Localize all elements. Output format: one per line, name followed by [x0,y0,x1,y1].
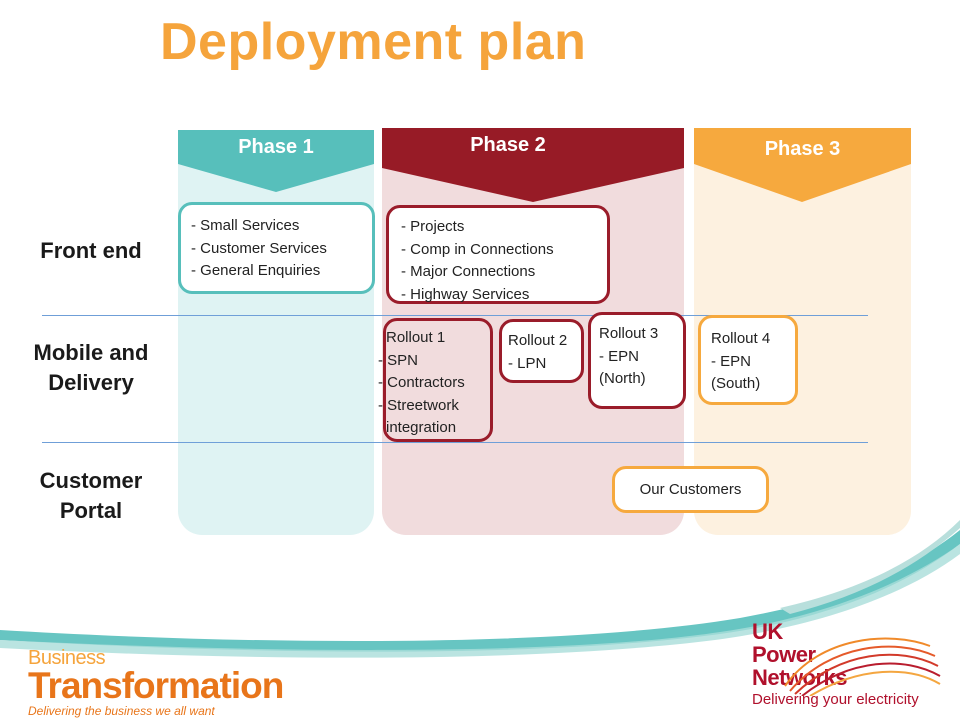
row-label-mobile-line1: Mobile and [33,340,149,365]
ukpn-logo: UK Power Networks Delivering your electr… [752,619,941,709]
phase2-chevron [382,128,684,202]
rollout3-item: - EPN [599,347,640,365]
row-label-front-end-text: Front end [40,238,142,263]
rollout3-title: Rollout 3 [599,325,659,342]
phase1-label: Phase 1 [238,136,314,158]
rollout4-item: (South) [711,375,761,392]
phase1-front-item: - Small Services [191,217,300,234]
rollout4-item: - EPN [711,352,752,370]
ukpn-line2: Power [752,642,816,667]
our-customers-label: Our Customers [639,481,742,498]
phase1-column [178,130,374,535]
rollout1-box [383,318,493,442]
row-divider-2 [42,442,868,443]
phase3-label: Phase 3 [764,138,841,160]
phase2-front-item: - Projects [401,218,465,235]
row-divider-1 [42,315,868,316]
phase1-front-item: - Customer Services [191,239,327,257]
rollout3-box: Rollout 3 - EPN (North) [588,312,686,409]
rollout2-box: Rollout 2 - LPN [499,319,584,383]
rollout1-item: - Streetwork [378,396,459,414]
rollout3-item: (North) [599,370,646,387]
rollout2-title: Rollout 2 [508,332,568,349]
rollout1-item: - SPN [378,351,419,369]
phase2-header: Phase 2 [382,128,684,202]
page-title: Deployment plan [160,13,587,71]
phase2-front-item: - Comp in Connections [401,240,554,258]
our-customers-box: Our Customers [612,466,769,513]
rollout4-title: Rollout 4 [711,330,771,347]
bt-transformation-text: Transformation [28,665,284,706]
rollout1-title: Rollout 1 [386,329,446,346]
bt-business-text: Business [28,647,106,669]
phase2-label: Phase 2 [470,134,546,156]
row-label-portal-line2: Portal [59,498,123,523]
ukpn-tagline: Delivering your electricity [752,691,919,708]
phase2-front-end-box: - Projects - Comp in Connections - Major… [386,205,610,304]
row-label-front-end: Front end [18,236,164,266]
rollout1-item: integration [386,419,457,436]
bt-tagline-text: Delivering the business we all want [28,704,215,718]
phase2-front-item: - Major Connections [401,263,536,280]
ukpn-lines-icon [784,637,941,696]
phase2-front-item: - Highway Services [401,285,530,303]
phase1-chevron [178,130,374,192]
phase3-header: Phase 3 [694,128,911,202]
phase1-header: Phase 1 [178,130,374,192]
business-transformation-logo: Business Transformation Delivering the b… [28,647,284,718]
phase3-chevron [694,128,911,202]
footer-swoosh [0,520,960,658]
row-label-portal-line1: Customer [39,468,143,493]
rollout2-item: - LPN [508,354,547,372]
row-label-mobile-delivery: Mobile and Delivery [18,338,164,398]
rollout1-item: - Contractors [378,374,465,391]
phase1-front-item: - General Enquiries [191,262,321,279]
phase1-front-end-box: - Small Services - Customer Services - G… [178,202,375,294]
row-label-mobile-line2: Delivery [48,370,134,395]
rollout4-box: Rollout 4 - EPN (South) [698,315,798,405]
rollout1-text: Rollout 1 - SPN - Contractors - Streetwo… [378,327,465,440]
row-label-customer-portal: Customer Portal [18,466,164,526]
ukpn-line1: UK [752,619,783,644]
